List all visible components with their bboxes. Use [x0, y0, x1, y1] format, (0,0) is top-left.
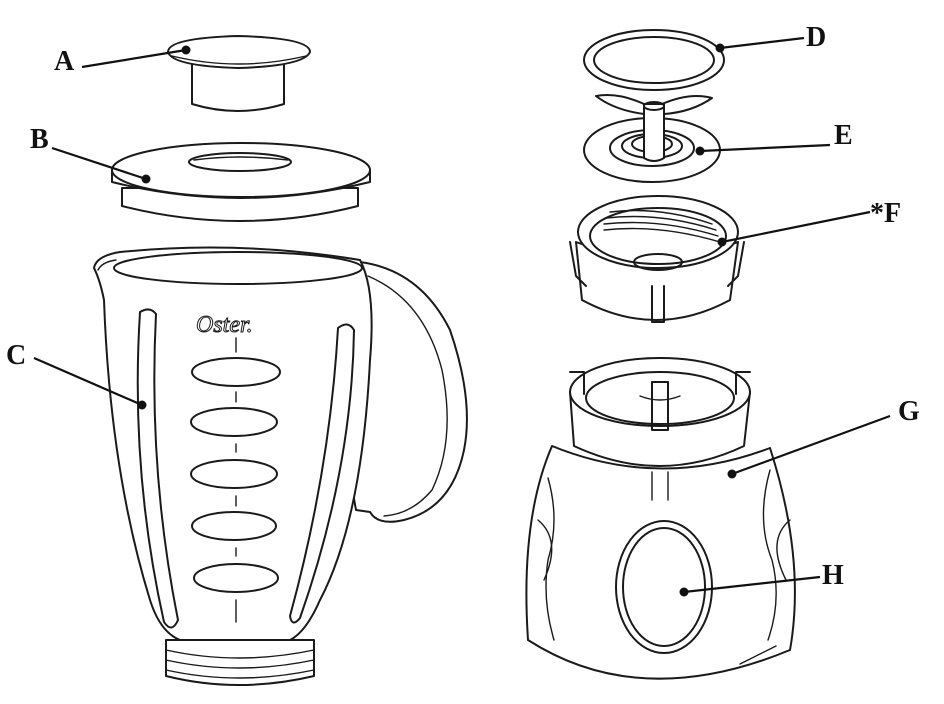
label-g: G — [898, 396, 920, 427]
oster-logo: Oster. — [196, 312, 253, 338]
label-f: *F — [870, 198, 901, 229]
part-f-bottom-cap — [569, 195, 745, 323]
label-a: A — [54, 46, 75, 77]
label-c: C — [6, 340, 26, 371]
part-h-control-panel — [615, 520, 713, 654]
part-b-lid — [111, 142, 371, 222]
part-c-jar: Oster. — [93, 246, 468, 686]
label-d: D — [806, 22, 826, 53]
label-e: E — [834, 120, 853, 151]
part-e-blade-assembly — [583, 94, 721, 183]
label-h: H — [822, 560, 844, 591]
leader-lines — [33, 36, 891, 597]
label-b: B — [30, 124, 49, 155]
part-a-filler-cap — [167, 35, 311, 112]
part-d-sealing-ring — [583, 29, 725, 91]
